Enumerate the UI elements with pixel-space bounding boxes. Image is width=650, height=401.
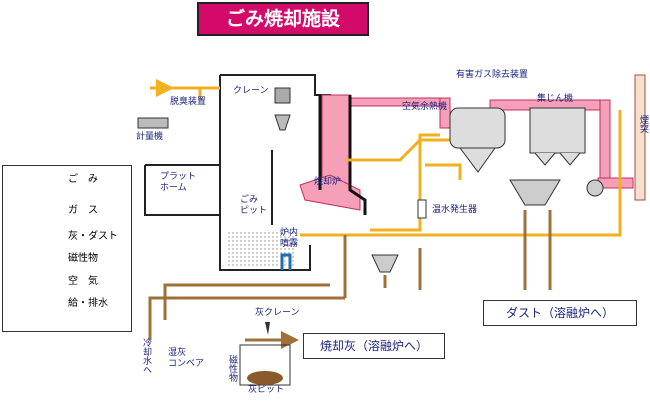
ash-pit-label: 灰ピット	[248, 385, 285, 395]
cooling-water-label: 冷却水へ	[141, 338, 151, 374]
ash-hopper	[371, 254, 399, 273]
spray-label: 炉内 噴霧	[280, 228, 299, 249]
crane	[274, 87, 291, 104]
legend	[2, 165, 132, 332]
chimney	[634, 74, 646, 201]
air-lines	[150, 79, 622, 237]
dust-collector-label: 集じん機	[537, 94, 574, 104]
wet-conveyor-label: 湿灰 コンベア	[168, 348, 205, 369]
ash-lines	[148, 210, 552, 349]
legend-water: 給・排水	[68, 298, 108, 309]
warm-water-generator	[417, 199, 427, 219]
warm-water-label: 温水発生器	[432, 205, 478, 215]
furnace-label: 焼却炉	[314, 177, 342, 187]
gas-scrubber	[449, 107, 506, 173]
scale-label: 計量機	[136, 132, 164, 142]
chimney-label: 煙突	[638, 115, 648, 133]
building	[144, 74, 331, 271]
gas-removal-label: 有害ガス除去装置	[456, 70, 529, 80]
page-title: ごみ焼却施設	[197, 2, 369, 36]
legend-gas: ガ ス	[68, 205, 98, 216]
platform-label: プラット ホーム	[160, 172, 197, 193]
legend-garbage: ご み	[68, 174, 98, 185]
legend-magnetic: 磁性物	[68, 253, 98, 264]
ash-box: 焼却灰（溶融炉へ）	[303, 333, 445, 359]
crane-label: クレーン	[233, 86, 269, 96]
pit-label: ごみ ピット	[240, 195, 268, 216]
deodorizer-label: 脱臭装置	[170, 97, 207, 107]
dust-hopper	[509, 179, 561, 206]
water-lines	[280, 253, 292, 270]
legend-air: 空 気	[68, 276, 98, 287]
ash-crane-label: 灰クレーン	[255, 308, 300, 318]
garbage-pit	[226, 230, 296, 266]
dust-collector	[529, 107, 586, 166]
dust-box: ダスト（溶融炉へ）	[483, 300, 637, 326]
legend-ash: 灰・ダスト	[68, 231, 118, 242]
magnetic-label: 磁性物	[227, 355, 237, 382]
scale	[137, 117, 169, 129]
ash-pit-shape	[239, 344, 291, 386]
preheater-label: 空気余熱機	[402, 102, 448, 112]
induced-fan	[586, 179, 604, 197]
